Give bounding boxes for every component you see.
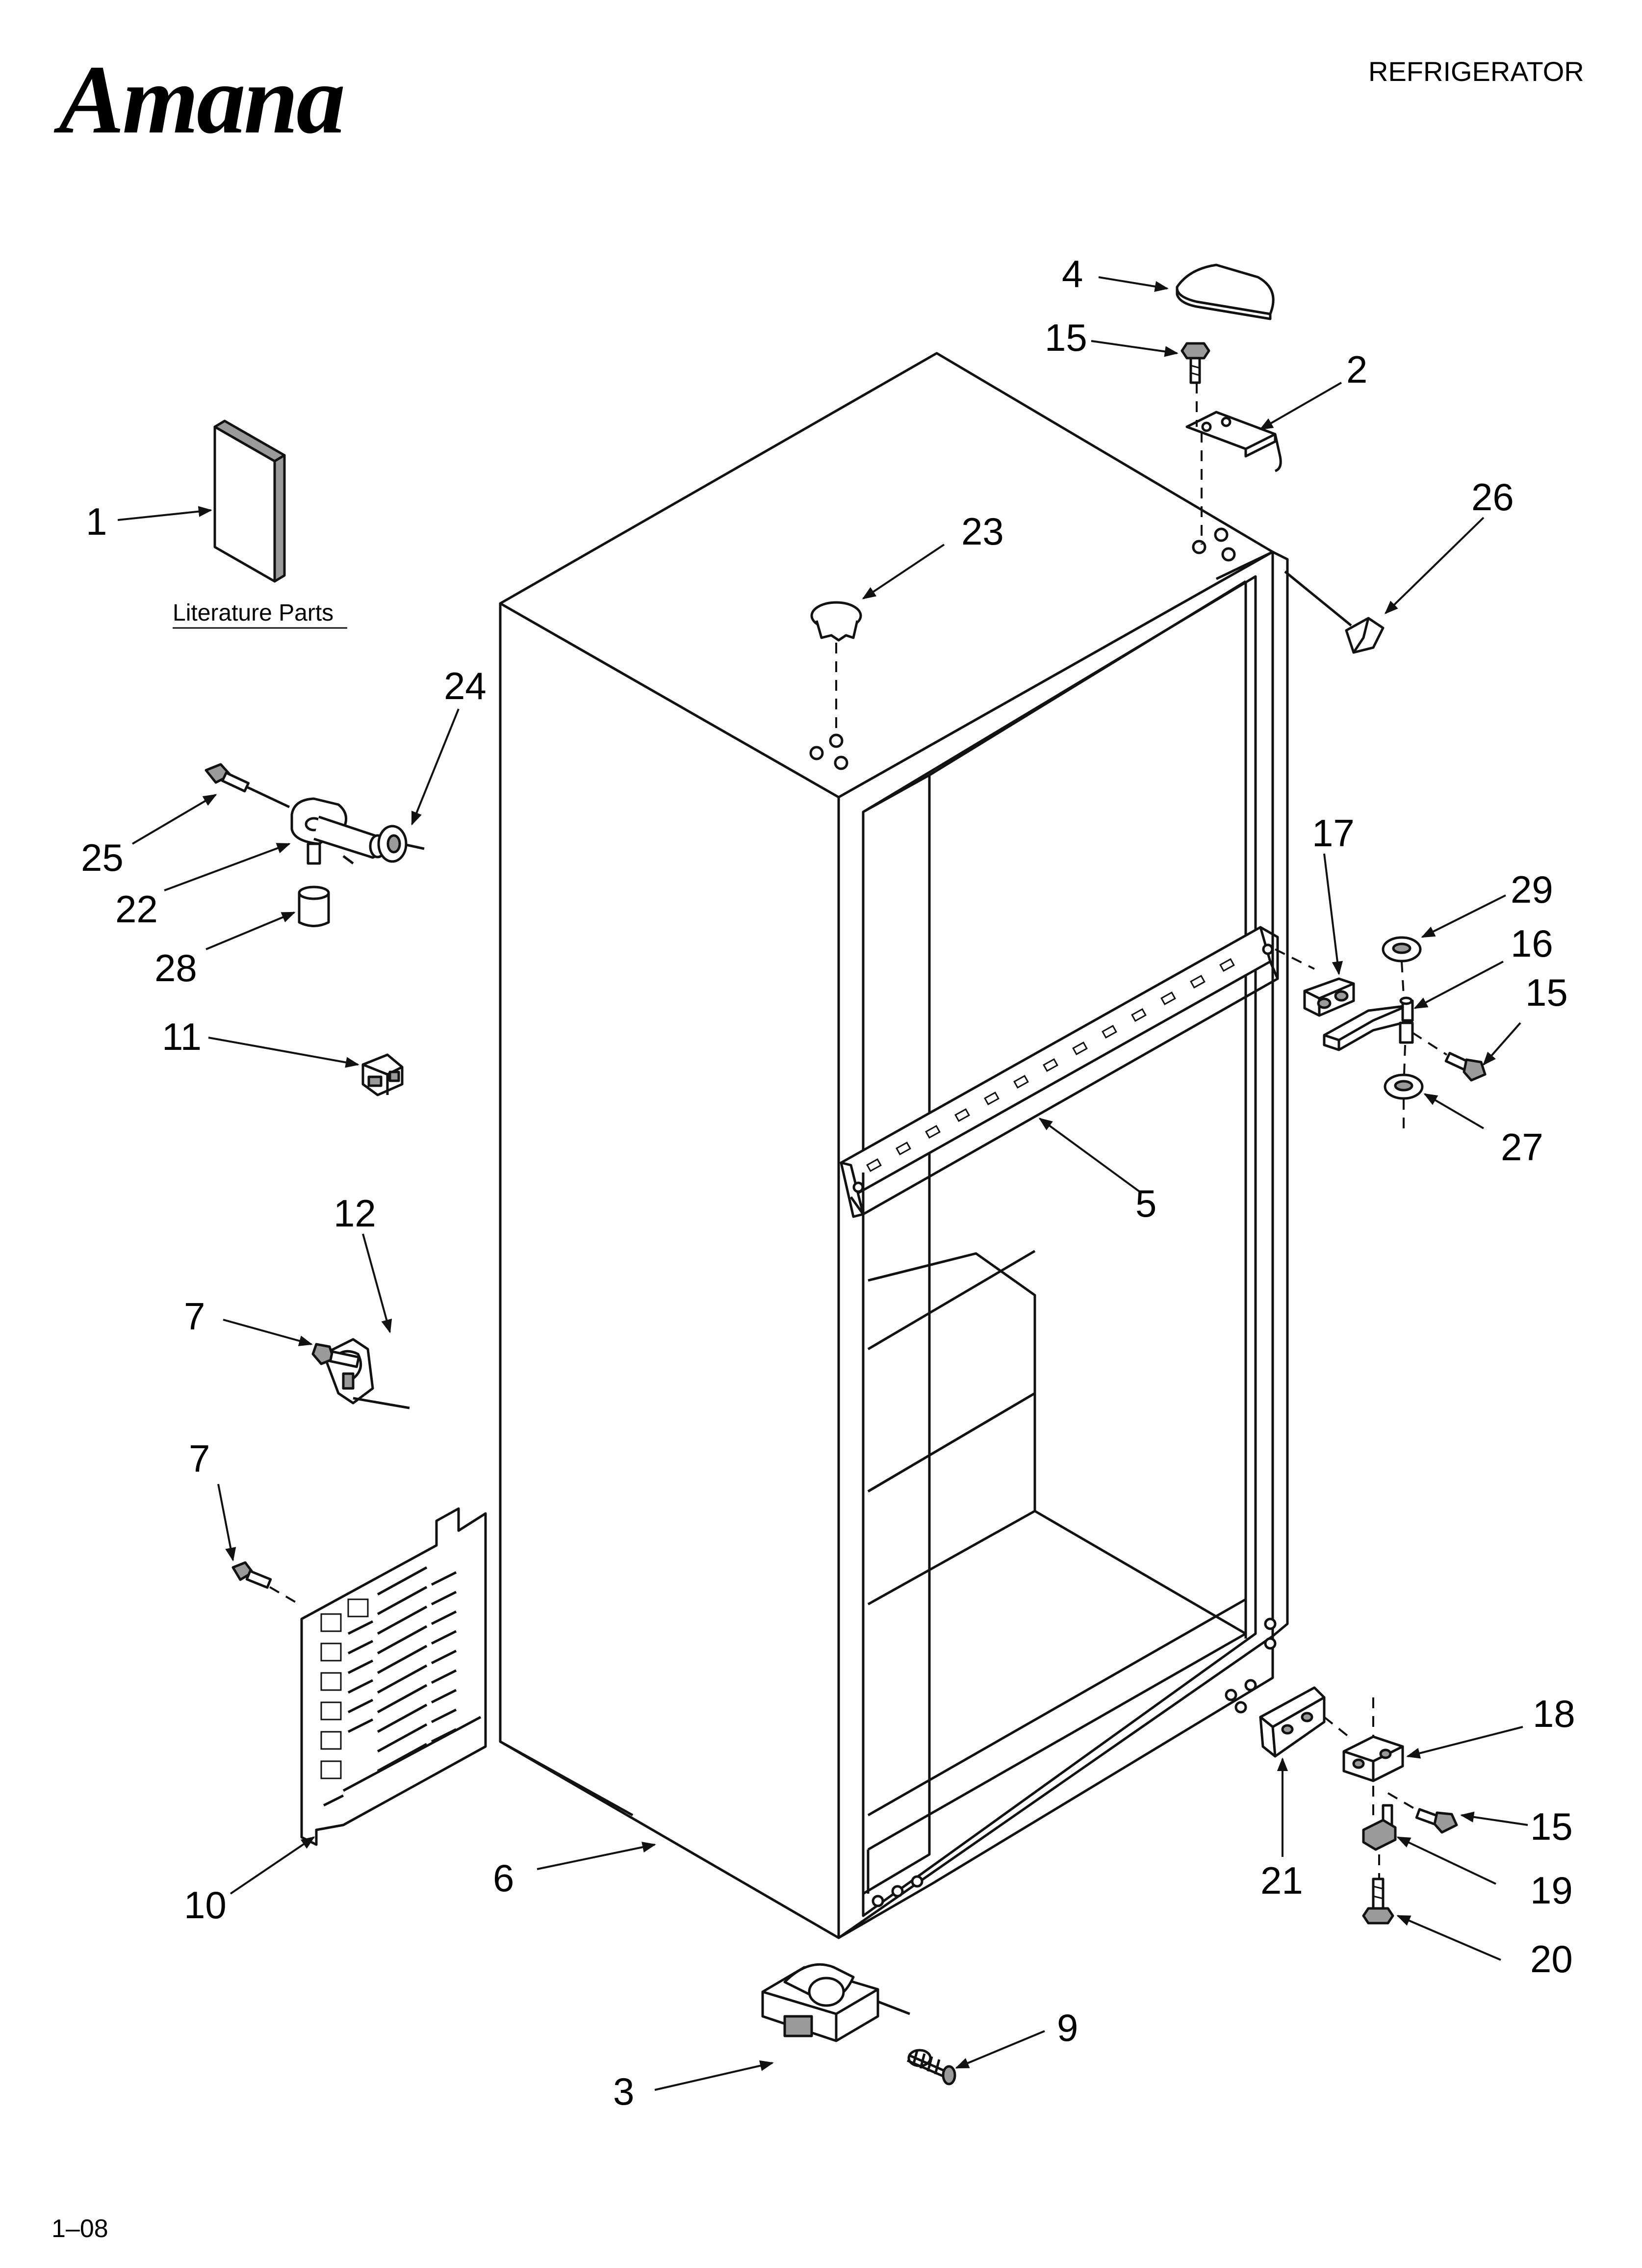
callout-10: 10	[184, 1883, 227, 1927]
leveling-screw	[906, 2049, 956, 2086]
center-hinge	[1275, 936, 1487, 1128]
callout-18: 18	[1533, 1692, 1575, 1735]
hinge-pin-cap	[1284, 571, 1385, 654]
clip	[361, 1053, 404, 1096]
screw-panel	[231, 1561, 300, 1605]
callout-7a: 7	[184, 1295, 205, 1338]
screw-clamp	[311, 1343, 360, 1368]
callout-15a: 15	[1045, 316, 1087, 359]
callout-15c: 15	[1530, 1805, 1573, 1848]
callout-9: 9	[1057, 2006, 1078, 2049]
hinge-cover	[1176, 263, 1275, 320]
page-title: REFRIGERATOR	[1368, 56, 1584, 87]
callout-1: 1	[86, 500, 107, 543]
callout-6: 6	[493, 1856, 514, 1900]
callout-15b: 15	[1525, 971, 1568, 1014]
literature-booklet	[213, 419, 286, 583]
top-hinge	[1185, 383, 1282, 545]
callout-17: 17	[1312, 811, 1355, 855]
callout-12: 12	[334, 1192, 376, 1235]
hole-plug	[810, 601, 862, 731]
callout-26: 26	[1471, 475, 1514, 519]
bottom-hinge	[1259, 1686, 1458, 1925]
callout-27: 27	[1501, 1125, 1543, 1169]
callout-19: 19	[1530, 1869, 1573, 1912]
callout-22: 22	[115, 887, 158, 931]
callout-23: 23	[961, 510, 1004, 553]
leader-lines	[117, 276, 1528, 2091]
screw-top-hinge	[1180, 342, 1210, 384]
callout-3: 3	[613, 2070, 634, 2113]
cabinet	[499, 352, 1289, 1939]
callout-29: 29	[1511, 868, 1553, 911]
callout-7b: 7	[189, 1437, 210, 1480]
callout-21: 21	[1260, 1859, 1303, 1902]
callouts: 1 2 3 4 5 6 7 7 9 10 11 12 15 15 15 16 1…	[81, 252, 1575, 2113]
roller-assembly	[761, 1963, 910, 2042]
callout-24: 24	[444, 664, 487, 707]
callout-25: 25	[81, 836, 124, 879]
access-panel	[300, 1507, 487, 1846]
divider-rail	[840, 926, 1279, 1218]
page-code: 1–08	[51, 2215, 108, 2243]
callout-5: 5	[1135, 1182, 1156, 1225]
callout-16: 16	[1511, 922, 1553, 965]
callout-20: 20	[1530, 1937, 1573, 1981]
bracket-assembly	[205, 763, 425, 927]
callout-28: 28	[154, 946, 197, 990]
wire-clamp	[322, 1338, 410, 1409]
brand-logo: Amana	[53, 46, 343, 154]
literature-parts-label: Literature Parts	[173, 600, 334, 626]
callout-4: 4	[1062, 252, 1083, 295]
callout-11: 11	[162, 1015, 202, 1058]
callout-2: 2	[1346, 348, 1367, 391]
